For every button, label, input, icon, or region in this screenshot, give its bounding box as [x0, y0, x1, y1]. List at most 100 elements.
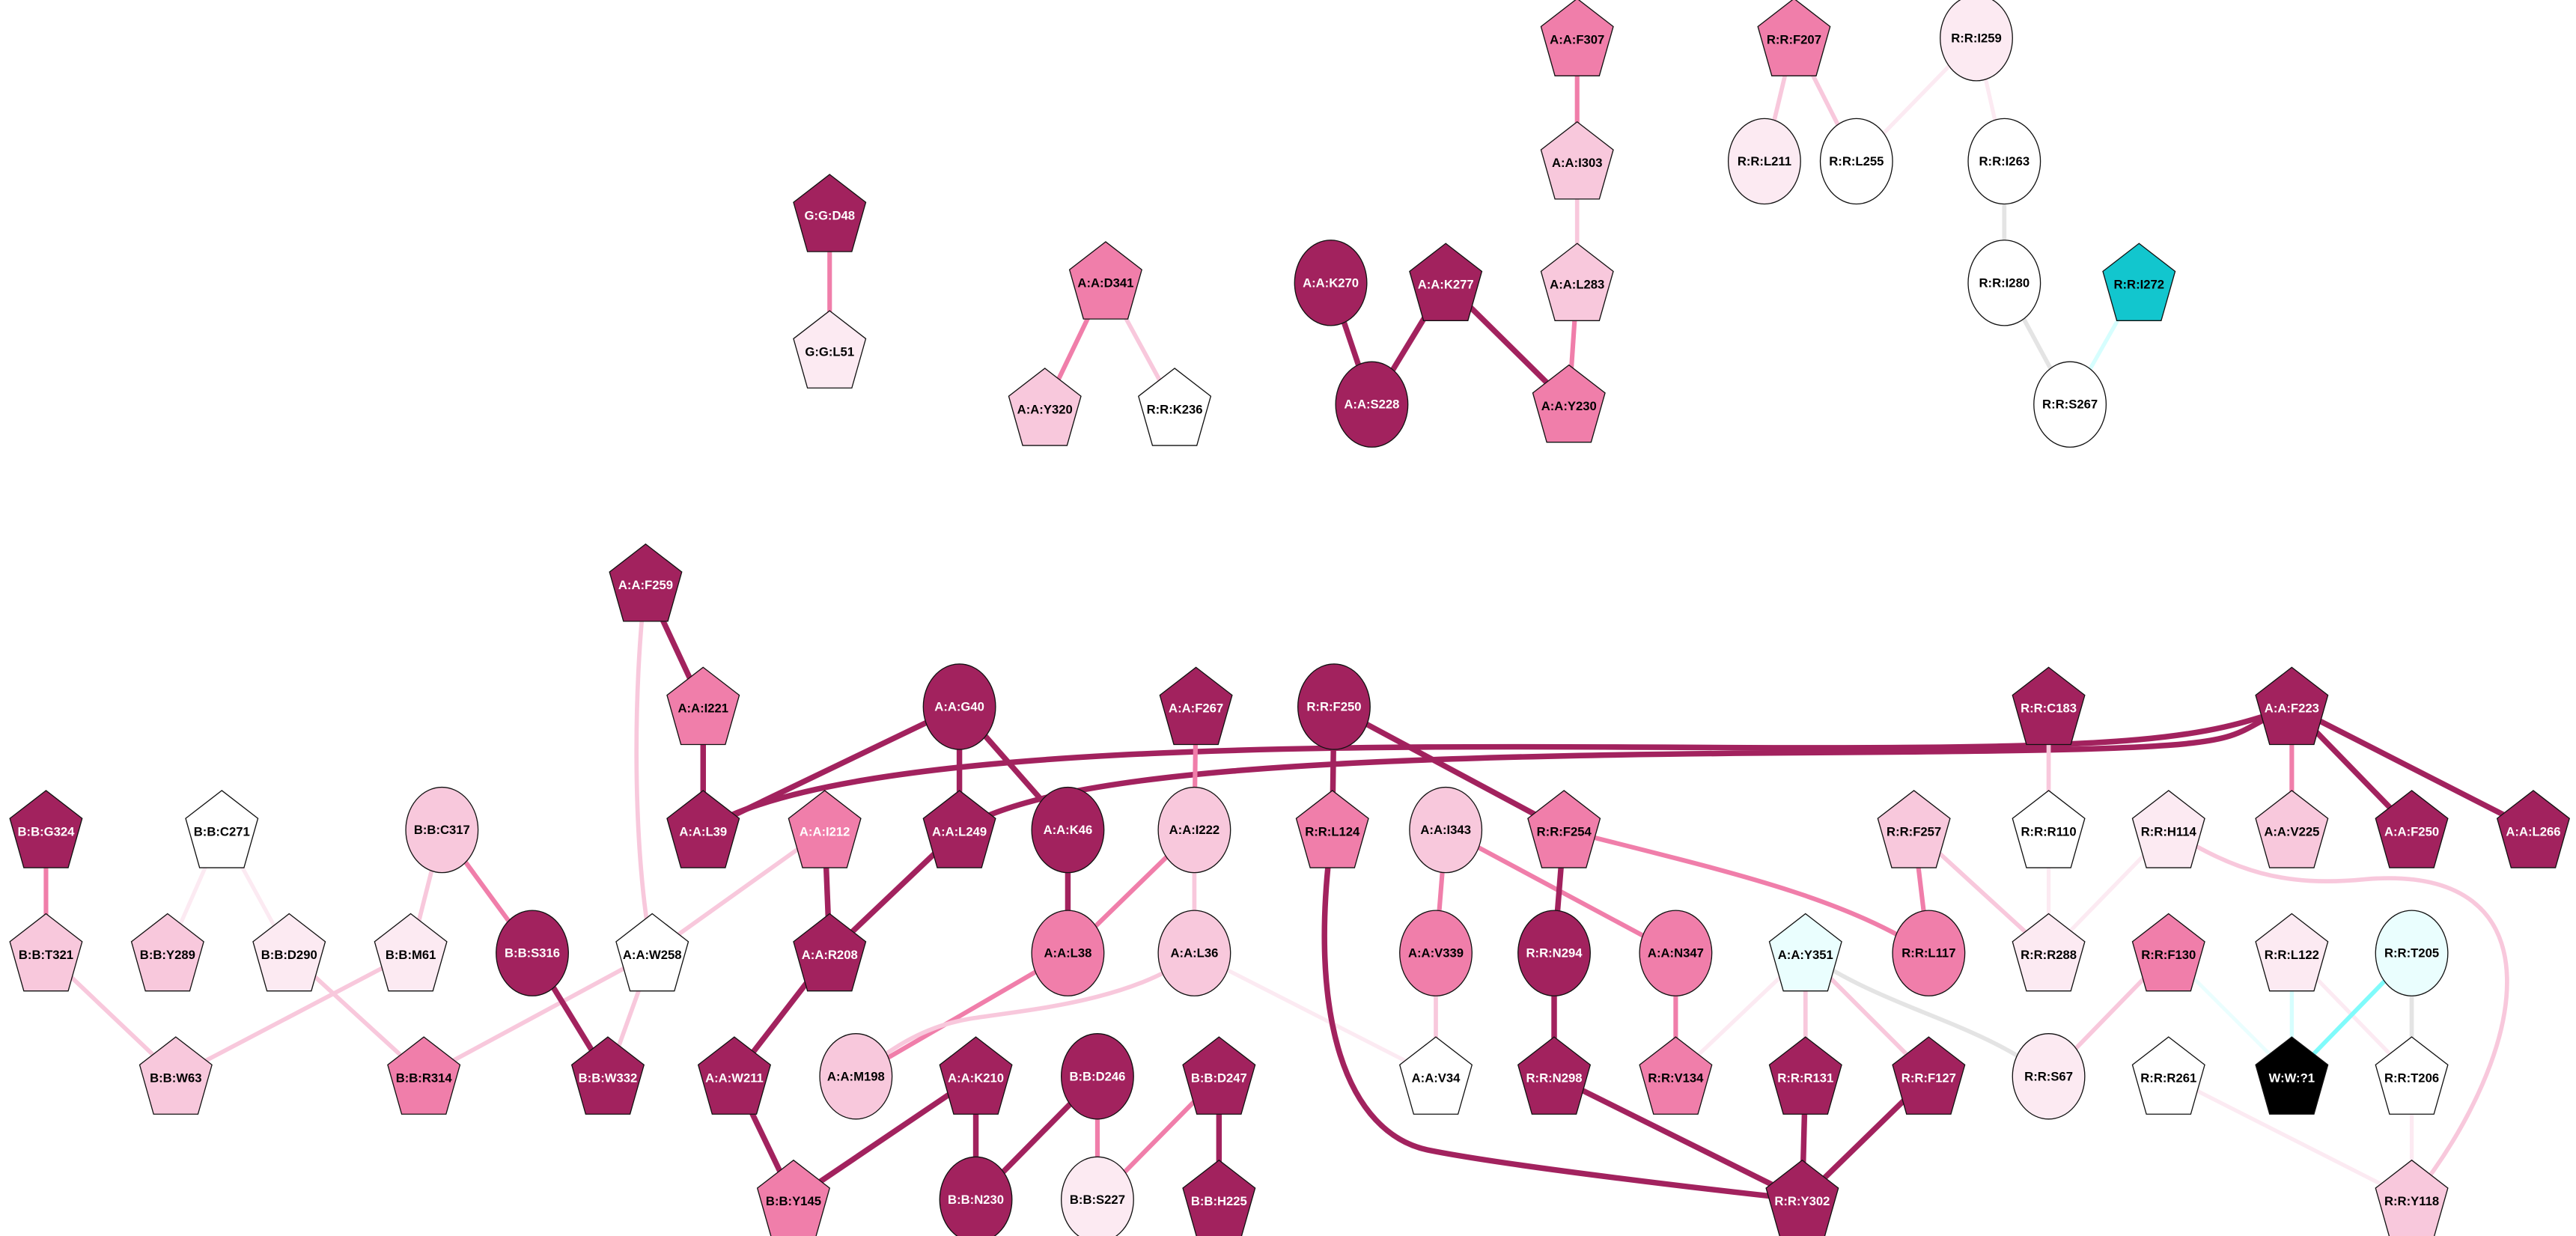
- node-r-r-l122[interactable]: R:R:L122: [2255, 913, 2329, 992]
- node-b-b-s227[interactable]: B:B:S227: [1061, 1156, 1134, 1236]
- node-b-b-s316[interactable]: B:B:S316: [496, 910, 569, 996]
- node-a-a-k270[interactable]: A:A:K270: [1294, 240, 1368, 326]
- node-a-a-f307[interactable]: A:A:F307: [1540, 0, 1614, 76]
- node-a-a-l38[interactable]: A:A:L38: [1031, 910, 1105, 996]
- node-b-b-y289[interactable]: B:B:Y289: [130, 913, 204, 992]
- node-r-r-f207[interactable]: R:R:F207: [1757, 0, 1831, 76]
- node-a-a-i303[interactable]: A:A:I303: [1540, 121, 1614, 200]
- node-b-b-y145[interactable]: B:B:Y145: [756, 1159, 830, 1236]
- node-b-b-w332[interactable]: B:B:W332: [570, 1036, 645, 1115]
- node-label: B:B:T321: [19, 948, 73, 962]
- node-a-a-f267[interactable]: A:A:F267: [1159, 666, 1233, 746]
- node-label: W:W:?1: [2269, 1071, 2315, 1085]
- node-r-r-k236[interactable]: R:R:K236: [1138, 368, 1212, 446]
- node-b-b-r314[interactable]: B:B:R314: [387, 1036, 461, 1115]
- node-b-b-d247[interactable]: B:B:D247: [1182, 1036, 1256, 1115]
- node-a-a-l266[interactable]: A:A:L266: [2496, 790, 2570, 868]
- node-r-r-f254[interactable]: R:R:F254: [1527, 790, 1601, 868]
- node-b-b-w63[interactable]: B:B:W63: [138, 1036, 213, 1115]
- node-b-b-c271[interactable]: B:B:C271: [185, 790, 259, 868]
- node-a-a-g40[interactable]: A:A:G40: [922, 663, 996, 750]
- node-b-b-c317[interactable]: B:B:C317: [405, 786, 479, 874]
- edge-a-a-f223-a-a-l39: [701, 704, 2293, 832]
- node-r-r-r288[interactable]: R:R:R288: [2012, 913, 2086, 992]
- node-a-a-i221[interactable]: A:A:I221: [666, 666, 740, 746]
- node-r-r-f130[interactable]: R:R:F130: [2131, 913, 2205, 992]
- node-a-a-l283[interactable]: A:A:L283: [1540, 243, 1614, 321]
- node-a-a-n347[interactable]: A:A:N347: [1639, 910, 1713, 996]
- pentagon-node-shape: [1540, 121, 1614, 200]
- node-a-a-w211[interactable]: A:A:W211: [697, 1036, 771, 1115]
- node-label: A:A:Y351: [1778, 948, 1833, 962]
- node-a-a-f223[interactable]: A:A:F223: [2255, 666, 2329, 746]
- node-r-r-h114[interactable]: R:R:H114: [2131, 790, 2205, 868]
- node-b-b-d246[interactable]: B:B:D246: [1060, 1033, 1134, 1120]
- node-r-r-r110[interactable]: R:R:R110: [2012, 790, 2086, 868]
- node-a-a-f259[interactable]: A:A:F259: [609, 543, 683, 622]
- node-a-a-d341[interactable]: A:A:D341: [1068, 241, 1142, 320]
- node-a-a-k46[interactable]: A:A:K46: [1031, 786, 1105, 874]
- node-a-a-i212[interactable]: A:A:I212: [788, 790, 862, 868]
- node-a-a-w258[interactable]: A:A:W258: [615, 913, 689, 992]
- node-r-r-i272[interactable]: R:R:I272: [2102, 243, 2176, 321]
- node-r-r-t206[interactable]: R:R:T206: [2375, 1036, 2449, 1115]
- node-r-r-v134[interactable]: R:R:V134: [1639, 1036, 1713, 1115]
- node-a-a-v339[interactable]: A:A:V339: [1399, 910, 1473, 996]
- node-a-a-i343[interactable]: A:A:I343: [1409, 786, 1483, 874]
- node-r-r-f257[interactable]: R:R:F257: [1877, 790, 1951, 868]
- node-r-r-y118[interactable]: R:R:Y118: [2375, 1159, 2449, 1236]
- node-a-a-f250[interactable]: A:A:F250: [2375, 790, 2449, 868]
- edge-r-r-f250-r-r-f254: [1333, 704, 1565, 832]
- node-b-b-t321[interactable]: B:B:T321: [9, 913, 83, 992]
- node-b-b-g324[interactable]: B:B:G324: [9, 790, 83, 868]
- node-b-b-h225[interactable]: B:B:H225: [1182, 1159, 1256, 1236]
- node-r-r-s67[interactable]: R:R:S67: [2012, 1033, 2086, 1120]
- node-r-r-i263[interactable]: R:R:I263: [1967, 118, 2041, 205]
- node-a-a-m198[interactable]: A:A:M198: [819, 1033, 893, 1120]
- node-r-r-l255[interactable]: R:R:L255: [1819, 118, 1893, 205]
- node-a-a-y320[interactable]: A:A:Y320: [1008, 368, 1082, 446]
- node-r-r-l117[interactable]: R:R:L117: [1892, 910, 1966, 996]
- node-a-a-l39[interactable]: A:A:L39: [666, 790, 740, 868]
- pentagon-node-shape: [1757, 0, 1831, 76]
- node-b-b-d290[interactable]: B:B:D290: [252, 913, 326, 992]
- node-label: A:A:L249: [932, 824, 987, 838]
- node-r-r-n294[interactable]: R:R:N294: [1517, 910, 1591, 996]
- node-a-a-k210[interactable]: A:A:K210: [939, 1036, 1013, 1115]
- node-r-r-y302[interactable]: R:R:Y302: [1765, 1159, 1839, 1236]
- pentagon-node-shape: [2255, 1036, 2329, 1115]
- node-r-r-s267[interactable]: R:R:S267: [2033, 361, 2107, 448]
- node-a-a-y351[interactable]: A:A:Y351: [1768, 913, 1842, 992]
- pentagon-node-shape: [793, 310, 867, 389]
- node-a-a-v225[interactable]: A:A:V225: [2255, 790, 2329, 868]
- node-r-r-c183[interactable]: R:R:C183: [2012, 666, 2086, 746]
- node-a-a-l249[interactable]: A:A:L249: [922, 790, 996, 868]
- node-b-b-n230[interactable]: B:B:N230: [939, 1156, 1013, 1236]
- node-r-r-t205[interactable]: R:R:T205: [2375, 910, 2449, 996]
- node-label: A:A:S228: [1344, 398, 1399, 412]
- node-r-r-i259[interactable]: R:R:I259: [1940, 0, 2013, 82]
- node-a-a-y230[interactable]: A:A:Y230: [1532, 364, 1606, 443]
- node-r-r-i280[interactable]: R:R:I280: [1967, 240, 2041, 326]
- node-a-a-k277[interactable]: A:A:K277: [1409, 243, 1483, 321]
- node-r-r-l124[interactable]: R:R:L124: [1295, 790, 1369, 868]
- node-r-r-r131[interactable]: R:R:R131: [1768, 1036, 1842, 1115]
- node-r-r-r261[interactable]: R:R:R261: [2131, 1036, 2205, 1115]
- node-label: R:R:I272: [2113, 278, 2164, 292]
- pentagon-node-shape: [1295, 790, 1369, 868]
- node-g-g-l51[interactable]: G:G:L51: [793, 310, 867, 389]
- node-r-r-f250[interactable]: R:R:F250: [1297, 663, 1371, 750]
- node-r-r-n298[interactable]: R:R:N298: [1517, 1036, 1592, 1115]
- node-w-w-1[interactable]: W:W:?1: [2255, 1036, 2329, 1115]
- node-a-a-r208[interactable]: A:A:R208: [793, 913, 867, 992]
- edge-a-a-i212-a-a-w258: [651, 828, 826, 955]
- node-g-g-d48[interactable]: G:G:D48: [793, 174, 867, 252]
- node-a-a-l36[interactable]: A:A:L36: [1157, 910, 1231, 996]
- node-b-b-m61[interactable]: B:B:M61: [374, 913, 448, 992]
- node-r-r-f127[interactable]: R:R:F127: [1892, 1036, 1966, 1115]
- pentagon-node-shape: [570, 1036, 645, 1115]
- node-a-a-v34[interactable]: A:A:V34: [1398, 1036, 1473, 1115]
- node-a-a-i222[interactable]: A:A:I222: [1157, 786, 1231, 874]
- node-r-r-l211[interactable]: R:R:L211: [1727, 118, 1801, 205]
- node-a-a-s228[interactable]: A:A:S228: [1335, 361, 1409, 448]
